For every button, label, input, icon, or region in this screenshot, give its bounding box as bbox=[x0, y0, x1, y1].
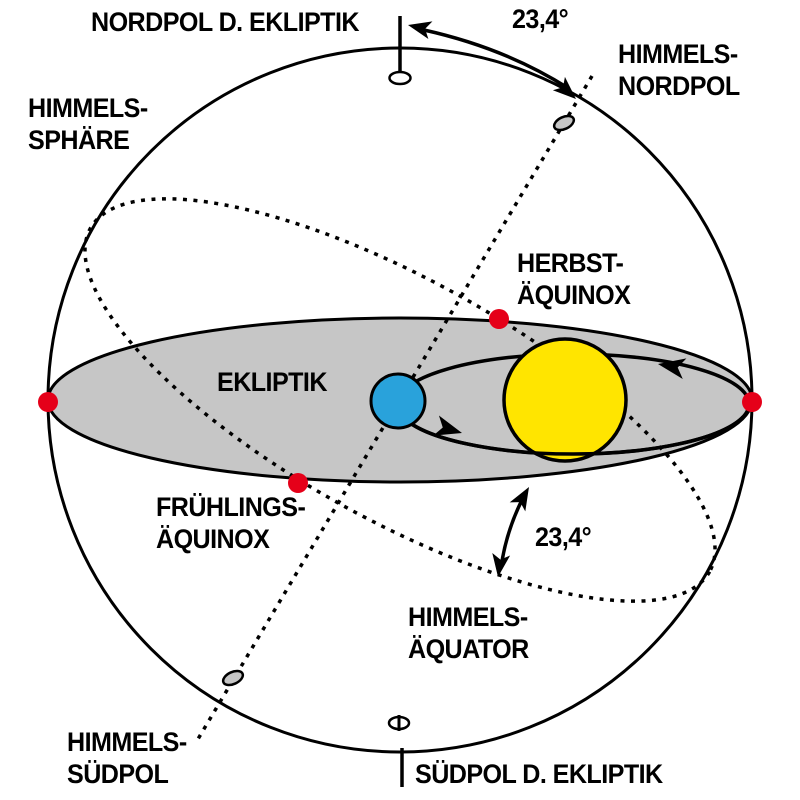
label-spring-equinox: FRÜHLINGS- ÄQUINOX bbox=[156, 491, 306, 555]
label-celestial-sphere-line1: HIMMELS- bbox=[28, 93, 148, 123]
label-autumn-equinox-line1: HERBST- bbox=[517, 248, 624, 278]
orbit-direction-arrow-front-icon bbox=[433, 415, 462, 436]
sun-orbit-front-arc bbox=[401, 415, 745, 456]
celestial-south-pole-marker bbox=[221, 669, 245, 687]
label-autumn-equinox: HERBST- ÄQUINOX bbox=[517, 247, 631, 311]
label-celestial-south-pole-line1: HIMMELS- bbox=[67, 727, 187, 757]
label-celestial-north-pole: HIMMELS- NORDPOL bbox=[618, 38, 740, 102]
label-celestial-sphere-line2: SPHÄRE bbox=[28, 125, 130, 155]
label-celestial-equator-line1: HIMMELS- bbox=[408, 602, 528, 632]
sun bbox=[502, 337, 628, 463]
label-celestial-south-pole: HIMMELS- SÜDPOL bbox=[67, 726, 187, 790]
node-point-left-dot bbox=[38, 392, 58, 412]
label-celestial-equator: HIMMELS- ÄQUATOR bbox=[408, 601, 529, 665]
label-spring-equinox-line1: FRÜHLINGS- bbox=[156, 492, 306, 522]
earth bbox=[369, 372, 427, 430]
label-north-ecliptic-pole: NORDPOL D. EKLIPTIK bbox=[91, 7, 360, 37]
obliquity-arrow-bottom-top-head-icon bbox=[509, 487, 529, 512]
obliquity-arrow-top-right-head-icon bbox=[552, 76, 576, 99]
obliquity-arrow-bottom-bottom-head-icon bbox=[492, 552, 511, 577]
orbit-direction-arrow-back-icon bbox=[658, 358, 687, 380]
label-obliquity-bottom: 23,4° bbox=[535, 522, 592, 552]
label-spring-equinox-line2: ÄQUINOX bbox=[156, 524, 270, 554]
north-ecliptic-pole-marker bbox=[388, 70, 412, 86]
label-autumn-equinox-line2: ÄQUINOX bbox=[517, 280, 631, 310]
celestial-equator-ellipse bbox=[83, 197, 717, 603]
label-celestial-equator-line2: ÄQUATOR bbox=[408, 634, 529, 664]
label-celestial-north-pole-line1: HIMMELS- bbox=[618, 39, 738, 69]
label-celestial-north-pole-line2: NORDPOL bbox=[618, 71, 740, 101]
obliquity-arrow-top-left-head-icon bbox=[408, 21, 433, 39]
node-point-right-dot bbox=[742, 392, 762, 412]
label-ecliptic: EKLIPTIK bbox=[217, 367, 327, 397]
label-celestial-south-pole-line2: SÜDPOL bbox=[67, 759, 169, 789]
label-south-ecliptic-pole: SÜDPOL D. EKLIPTIK bbox=[415, 759, 663, 789]
celestial-north-pole-marker bbox=[552, 114, 576, 132]
spring-equinox-dot bbox=[288, 473, 308, 493]
obliquity-arrow-top-curve bbox=[423, 28, 569, 90]
label-obliquity-top: 23,4° bbox=[512, 4, 569, 34]
label-celestial-sphere: HIMMELS- SPHÄRE bbox=[28, 92, 148, 156]
autumn-equinox-dot bbox=[489, 309, 509, 329]
celestial-axis-line bbox=[196, 75, 594, 740]
